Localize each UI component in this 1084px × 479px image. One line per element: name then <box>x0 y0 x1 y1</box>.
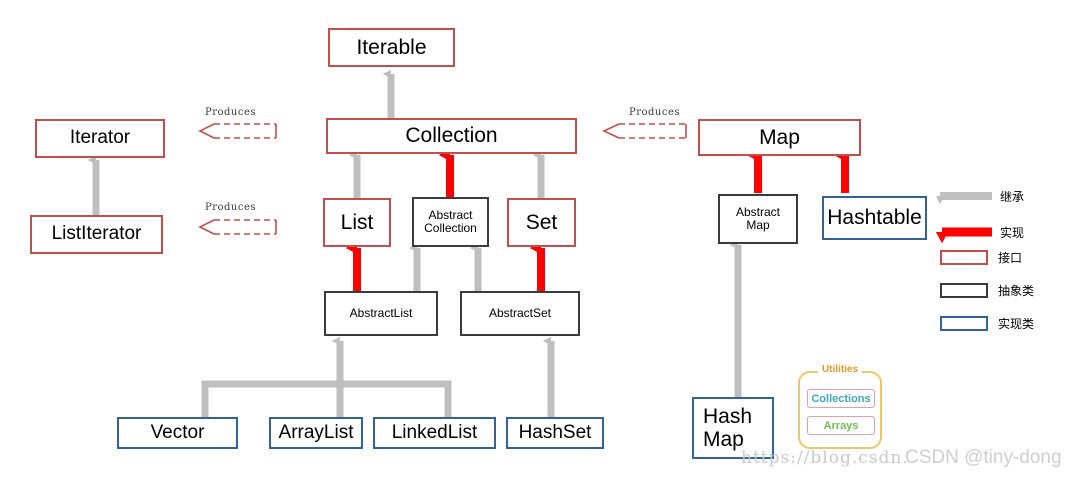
node-abstractcollection-label-line1: Abstract <box>428 207 473 222</box>
node-listiterator-label: ListIterator <box>51 223 142 245</box>
label-produces-map: Produces <box>629 107 681 118</box>
legend-row-interface: 接口 <box>940 249 1022 266</box>
node-hashset-label: HashSet <box>518 421 592 443</box>
produces-arrow-map <box>602 123 687 139</box>
node-hashtable-label: Hashtable <box>827 206 922 230</box>
node-vector-label: Vector <box>150 421 205 443</box>
node-set[interactable]: Set <box>507 198 576 247</box>
node-list-label: List <box>340 210 374 234</box>
legend-row-implements: 实现 <box>1000 224 1024 241</box>
legend-row-abstract: 抽象类 <box>940 282 1034 299</box>
node-listiterator[interactable]: ListIterator <box>30 215 163 254</box>
node-collection[interactable]: Collection <box>326 118 577 154</box>
node-hashtable[interactable]: Hashtable <box>822 196 927 240</box>
node-arraylist[interactable]: ArrayList <box>269 417 363 449</box>
legend-row-inheritance: 继承 <box>1000 188 1024 205</box>
node-abstractmap-label-line1: Abstract <box>735 204 780 219</box>
node-hashmap[interactable]: Hash Map <box>692 397 774 459</box>
node-abstractcollection[interactable]: Abstract Collection <box>412 197 489 247</box>
node-abstractset-label: AbstractSet <box>488 305 552 320</box>
node-abstractlist[interactable]: AbstractList <box>324 291 438 336</box>
node-iterable[interactable]: Iterable <box>328 28 455 67</box>
node-arraylist-label: ArrayList <box>278 421 354 443</box>
node-hashmap-label-line1: Hash <box>703 404 753 428</box>
legend-row-impl: 实现类 <box>940 315 1034 332</box>
node-iterator[interactable]: Iterator <box>35 119 165 158</box>
label-produces-listiterator: Produces <box>205 202 257 213</box>
node-linkedlist[interactable]: LinkedList <box>373 417 496 449</box>
node-vector[interactable]: Vector <box>117 417 238 449</box>
legend-label-inheritance: 继承 <box>1000 190 1025 204</box>
legend-swatch-abstract <box>940 283 988 298</box>
legend-label-interface: 接口 <box>998 251 1023 265</box>
node-hashmap-label-line2: Map <box>703 428 744 451</box>
legend-label-implements: 实现 <box>1000 226 1025 240</box>
legend-swatch-impl <box>940 316 988 331</box>
node-linkedlist-label: LinkedList <box>391 421 478 443</box>
legend-label-abstract: 抽象类 <box>998 284 1035 298</box>
node-collection-label: Collection <box>405 124 498 148</box>
produces-arrow-listiterator <box>198 219 277 235</box>
legend-label-impl: 实现类 <box>998 317 1035 331</box>
node-iterator-label: Iterator <box>69 127 131 149</box>
node-abstractcollection-label-line2: Collection <box>424 221 477 235</box>
edge-bracket-to-abstractlist <box>201 336 452 417</box>
node-abstractmap[interactable]: Abstract Map <box>718 194 798 244</box>
utilities-title: Utilities <box>817 364 863 375</box>
node-abstractmap-label-line2: Map <box>746 218 770 232</box>
utilities-item-arrays[interactable]: Arrays <box>807 416 875 435</box>
node-map[interactable]: Map <box>698 119 861 156</box>
legend-swatch-interface <box>940 250 988 265</box>
node-set-label: Set <box>525 210 558 234</box>
utilities-item-collections[interactable]: Collections <box>807 389 875 408</box>
node-abstractlist-label: AbstractList <box>349 305 413 320</box>
watermark-username: CSDN @tiny-dong <box>905 447 1062 468</box>
label-produces-iterator: Produces <box>205 107 257 118</box>
node-iterable-label: Iterable <box>356 35 427 59</box>
node-abstractset[interactable]: AbstractSet <box>460 291 580 336</box>
node-map-label: Map <box>759 125 800 149</box>
utilities-group: Utilities Collections Arrays <box>798 364 882 449</box>
node-hashset[interactable]: HashSet <box>506 417 604 449</box>
node-list[interactable]: List <box>323 198 391 247</box>
produces-arrow-iterator <box>198 123 277 139</box>
